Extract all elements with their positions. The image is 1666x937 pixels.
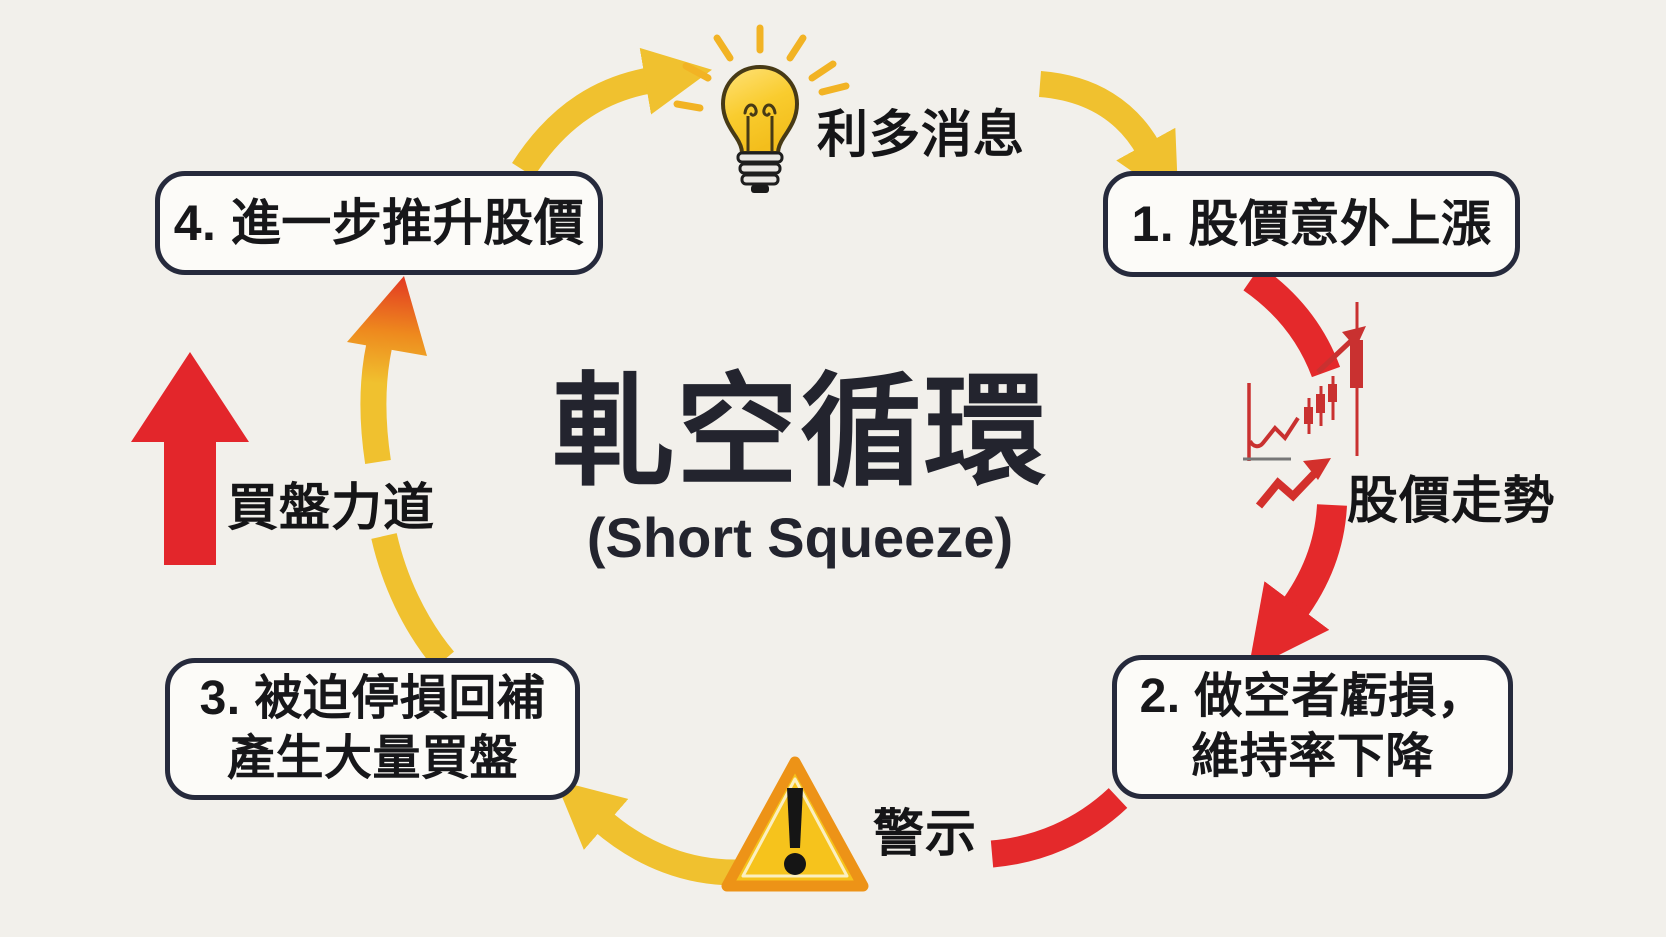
step-1-text: 1. 股價意外上漲: [1131, 196, 1492, 252]
arrow-step4-to-news: [512, 47, 712, 178]
step-box-1: 1. 股價意外上漲: [1103, 171, 1520, 277]
step-3-text-line2: 產生大量買盤: [226, 732, 518, 785]
title-main: 軋空循環: [552, 364, 1048, 500]
annotation-positive-news: 利多消息: [817, 106, 1026, 163]
annotation-warning: 警示: [873, 805, 978, 862]
arrow-step3-to-step4: [347, 276, 455, 669]
step-2-text-line1: 2. 做空者虧損，: [1139, 670, 1486, 724]
arrow-step2-to-warning: [990, 788, 1128, 868]
title-subtitle: (Short Squeeze): [586, 505, 1014, 569]
warning-triangle-icon: [721, 756, 869, 892]
step-2-text-line2: 維持率下降: [1191, 730, 1434, 783]
annotation-price-trend: 股價走勢: [1347, 472, 1556, 529]
buying-pressure-up-arrow-icon: [131, 352, 249, 565]
step-4-text: 4. 進一步推升股價: [173, 195, 585, 251]
diagram-title: 軋空循環 (Short Squeeze): [400, 364, 1200, 570]
candlestick-chart-icon: [1243, 302, 1366, 509]
step-box-2: 2. 做空者虧損， 維持率下降: [1112, 655, 1513, 799]
arrow-warning-to-step3: [555, 780, 749, 886]
step-box-4: 4. 進一步推升股價: [155, 171, 603, 275]
arrow-step1-to-step2: [1243, 265, 1347, 671]
step-3-text-line1: 3. 被迫停損回補: [199, 672, 546, 726]
annotation-buying-pressure: 買盤力道: [227, 479, 436, 536]
arrow-news-to-step1: [1038, 71, 1179, 204]
step-box-3: 3. 被迫停損回補 產生大量買盤: [165, 658, 580, 800]
lightbulb-icon: [673, 24, 850, 193]
